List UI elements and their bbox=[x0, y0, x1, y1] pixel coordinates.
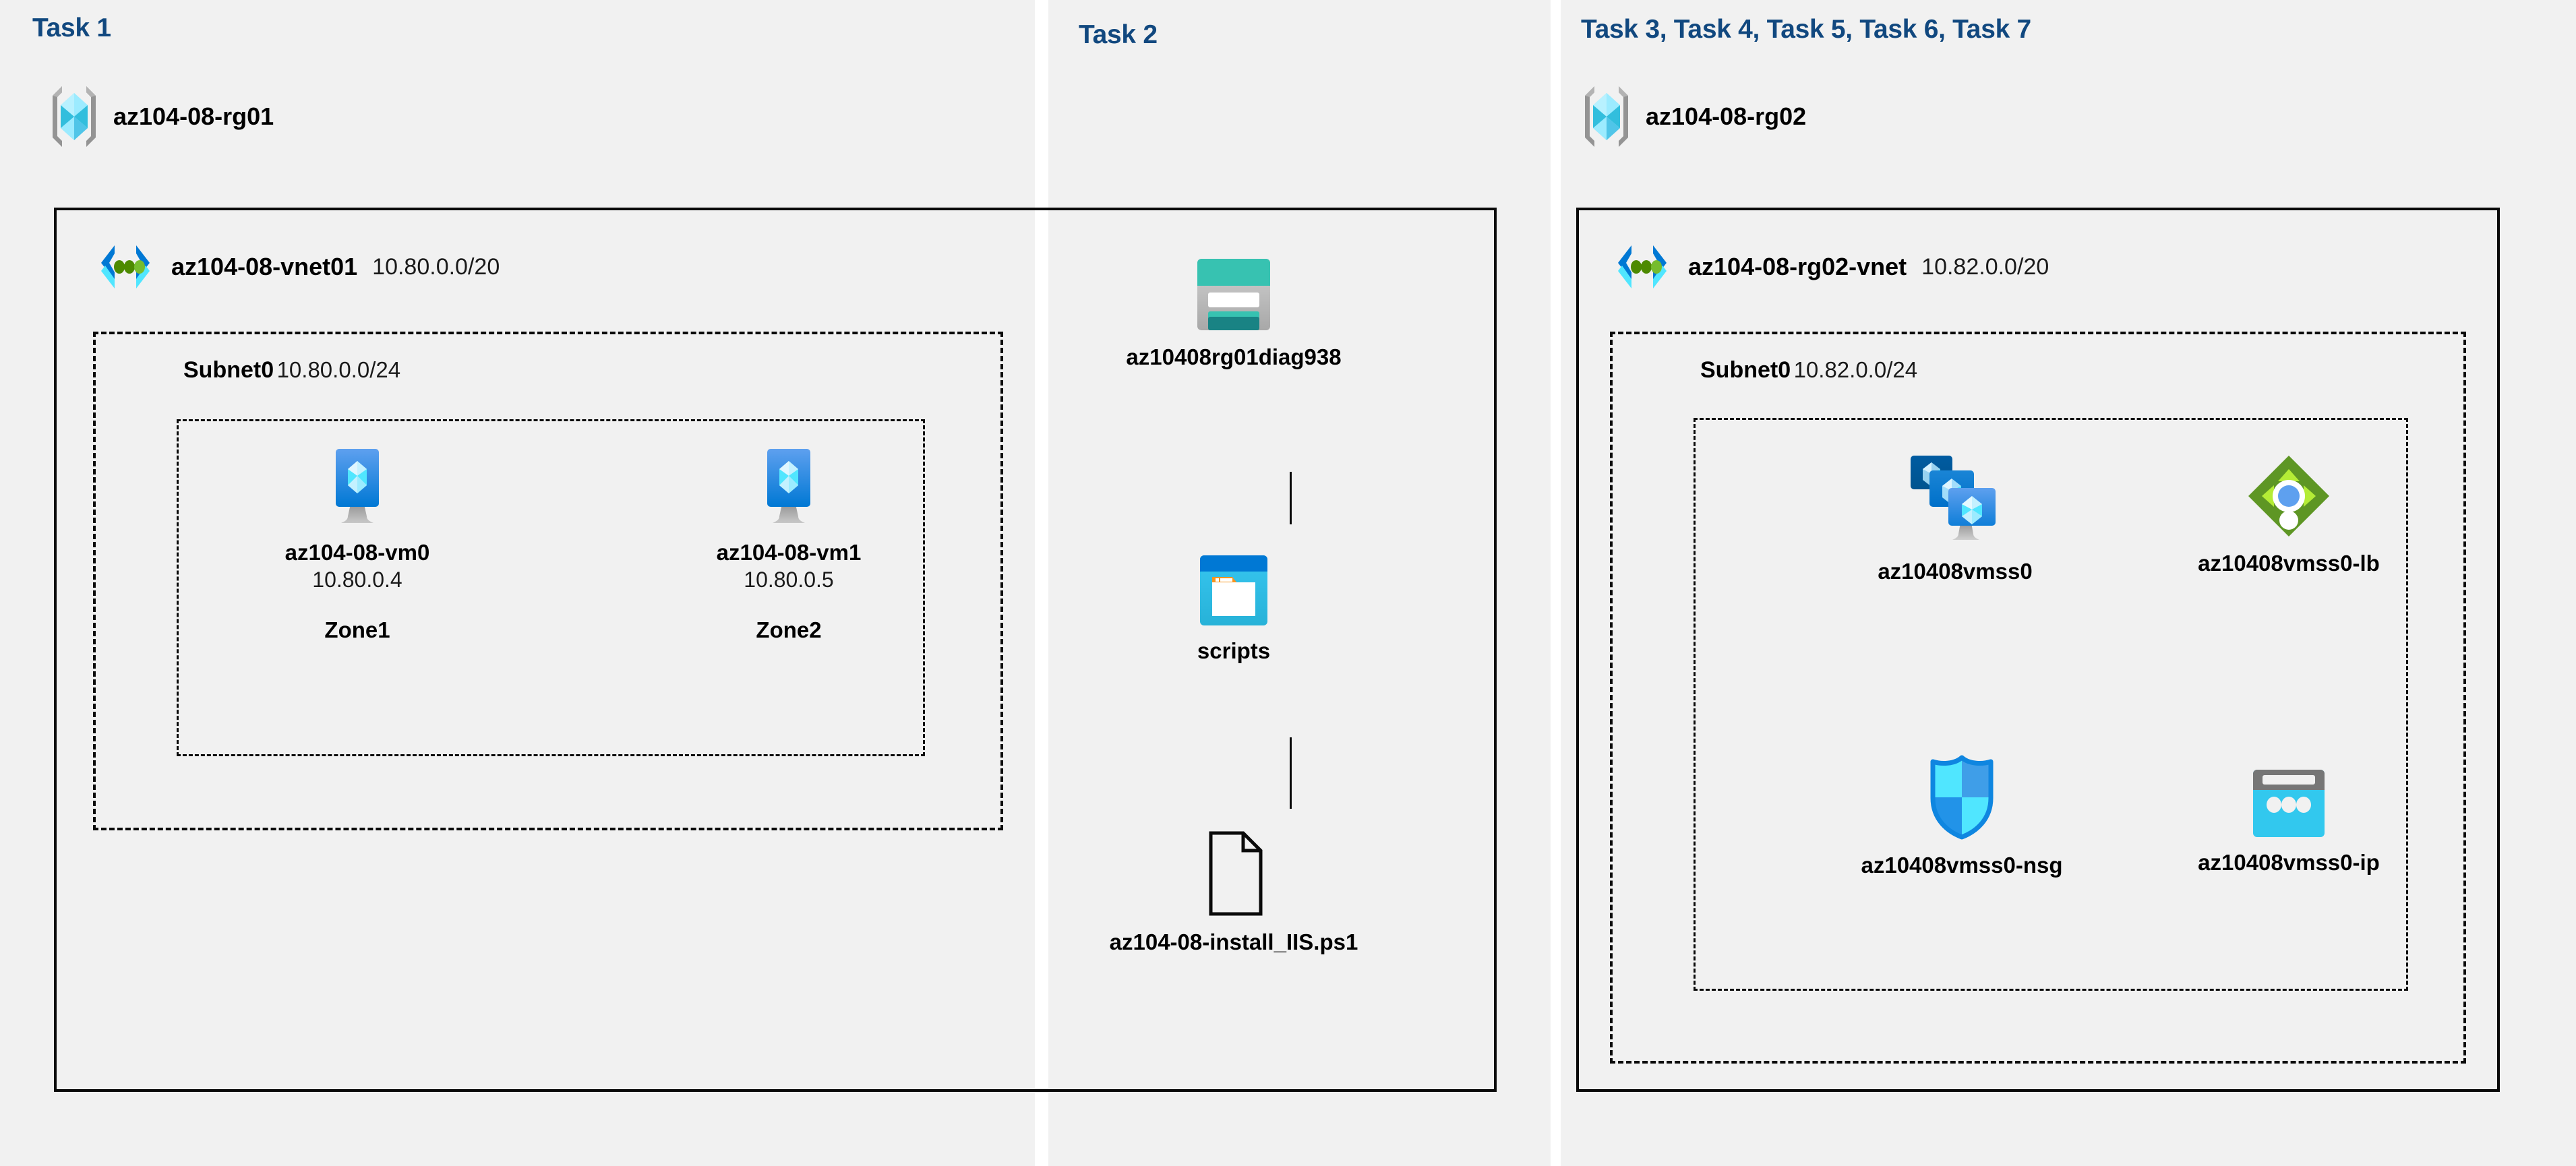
blob-file-name: az104-08-install_IIS.ps1 bbox=[1109, 929, 1358, 954]
blob-container-name: scripts bbox=[1197, 638, 1271, 663]
blob-file-node[interactable]: az104-08-install_IIS.ps1 bbox=[1106, 829, 1362, 956]
task1-label: Task 1 bbox=[32, 13, 111, 42]
subnet0-vnet01-label: Subnet0 10.80.0.0/24 bbox=[183, 357, 400, 383]
resource-group-icon bbox=[1581, 84, 1632, 149]
virtual-machine-icon bbox=[755, 446, 822, 528]
vm-node-az104-08-vm0[interactable]: az104-08-vm0 10.80.0.4 Zone1 bbox=[256, 446, 458, 643]
public-ip-address-icon bbox=[2250, 768, 2327, 838]
resource-group-rg02: az104-08-rg02 bbox=[1581, 84, 1806, 149]
panel-gutter-right bbox=[1551, 0, 1561, 1166]
nsg-node[interactable]: az10408vmss0-nsg bbox=[1820, 754, 2103, 879]
vnet01-boundary-box bbox=[54, 208, 1497, 1092]
vnet01-header: az104-08-vnet01 10.80.0.0/20 bbox=[94, 241, 500, 293]
storage-account-name: az10408rg01diag938 bbox=[1126, 344, 1342, 369]
subnet0-vnet02-label: Subnet0 10.82.0.0/24 bbox=[1700, 357, 1917, 383]
subnet-cidr: 10.80.0.0/24 bbox=[276, 357, 401, 382]
vm-name: az104-08-vm0 bbox=[284, 540, 430, 565]
vm-zone: Zone2 bbox=[756, 617, 822, 642]
vmss-node[interactable]: az10408vmss0 bbox=[1807, 453, 2103, 585]
vnet-name: az104-08-vnet01 bbox=[171, 253, 358, 280]
storage-account-icon bbox=[1193, 256, 1274, 333]
blob-container-icon bbox=[1197, 554, 1270, 627]
vnet-cidr: 10.82.0.0/20 bbox=[1921, 253, 2049, 280]
vmss-name: az10408vmss0 bbox=[1878, 559, 2033, 584]
vm-ip-address: 10.80.0.5 bbox=[744, 567, 834, 592]
task1-panel bbox=[0, 0, 1035, 1166]
vm-zone: Zone1 bbox=[324, 617, 390, 642]
resource-group-name: az104-08-rg02 bbox=[1646, 102, 1807, 130]
subnet-cidr: 10.82.0.0/24 bbox=[1793, 357, 1918, 382]
virtual-network-icon bbox=[1611, 241, 1673, 293]
nsg-name: az10408vmss0-nsg bbox=[1861, 853, 2063, 878]
load-balancer-icon bbox=[2246, 453, 2332, 539]
network-security-group-icon bbox=[1925, 754, 1999, 841]
task2-label: Task 2 bbox=[1079, 20, 1158, 49]
vm-ip-address: 10.80.0.4 bbox=[312, 567, 402, 592]
subnet0-vnet02-box bbox=[1610, 332, 2466, 1064]
resource-group-icon bbox=[49, 84, 100, 149]
availability-zones-box bbox=[177, 419, 925, 756]
vnet02-boundary-box bbox=[1576, 208, 2500, 1092]
connector-container-to-blob bbox=[1290, 737, 1292, 809]
resource-group-rg01: az104-08-rg01 bbox=[49, 84, 274, 149]
vm-name: az104-08-vm1 bbox=[716, 540, 862, 565]
load-balancer-node[interactable]: az10408vmss0-lb bbox=[2144, 453, 2434, 577]
vmss-resources-box bbox=[1694, 418, 2408, 991]
vm-node-az104-08-vm1[interactable]: az104-08-vm1 10.80.0.5 Zone2 bbox=[688, 446, 890, 643]
task2-panel bbox=[1048, 0, 1551, 1166]
subnet-name: Subnet0 bbox=[183, 357, 274, 383]
vnet-cidr: 10.80.0.0/20 bbox=[372, 253, 500, 280]
panel-gutter-top bbox=[1035, 0, 1048, 208]
public-ip-name: az10408vmss0-ip bbox=[2198, 850, 2380, 875]
vnet-name: az104-08-rg02-vnet bbox=[1688, 253, 1907, 280]
subnet-name: Subnet0 bbox=[1700, 357, 1791, 383]
storage-account-node[interactable]: az10408rg01diag938 bbox=[1126, 256, 1342, 371]
vnet02-header: az104-08-rg02-vnet 10.82.0.0/20 bbox=[1611, 241, 2049, 293]
task3-label: Task 3, Task 4, Task 5, Task 6, Task 7 bbox=[1581, 15, 2031, 44]
file-document-icon bbox=[1191, 829, 1277, 918]
subnet0-vnet01-box bbox=[93, 332, 1003, 830]
connector-storage-to-container bbox=[1290, 472, 1292, 524]
panel-gutter-bottom bbox=[1035, 1095, 1048, 1166]
virtual-machine-icon bbox=[324, 446, 391, 528]
public-ip-node[interactable]: az10408vmss0-ip bbox=[2154, 768, 2424, 876]
blob-container-node[interactable]: scripts bbox=[1149, 554, 1318, 665]
load-balancer-name: az10408vmss0-lb bbox=[2198, 551, 2380, 576]
vm-scale-set-icon bbox=[1901, 453, 2009, 547]
resource-group-name: az104-08-rg01 bbox=[113, 102, 274, 130]
virtual-network-icon bbox=[94, 241, 156, 293]
